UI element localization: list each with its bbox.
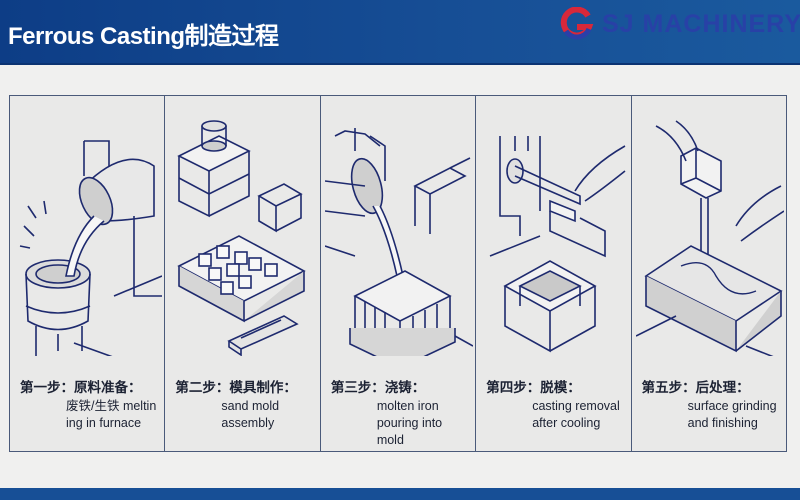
brand-name: SJ MACHINERY xyxy=(602,9,800,38)
page-title: Ferrous Casting制造过程 xyxy=(8,23,279,50)
step-label: 第三步： xyxy=(330,380,385,395)
brand: SJ MACHINERY xyxy=(560,6,800,41)
ladle-pouring-icon xyxy=(324,128,473,356)
sj-logo-icon xyxy=(560,6,594,41)
step-title: 脱模： xyxy=(540,380,581,395)
step-label: 第四步： xyxy=(486,380,541,395)
sand-mold-assembly-icon xyxy=(177,120,307,356)
grinding-finishing-icon xyxy=(635,120,784,356)
step-label: 第一步： xyxy=(20,380,74,395)
step-label: 第二步： xyxy=(175,380,230,395)
step-title: 浇铸： xyxy=(384,380,426,395)
casting-removal-icon xyxy=(489,136,626,353)
furnace-pouring-icon xyxy=(19,140,162,356)
step-title: 后处理： xyxy=(695,380,750,395)
step-title: 模具制作： xyxy=(229,380,297,395)
footer-bar xyxy=(0,488,800,500)
header-banner: Ferrous Casting制造过程 SJ MACHINERY xyxy=(0,0,800,65)
step-title: 原料准备： xyxy=(74,380,142,395)
step-label: 第五步： xyxy=(641,380,696,395)
